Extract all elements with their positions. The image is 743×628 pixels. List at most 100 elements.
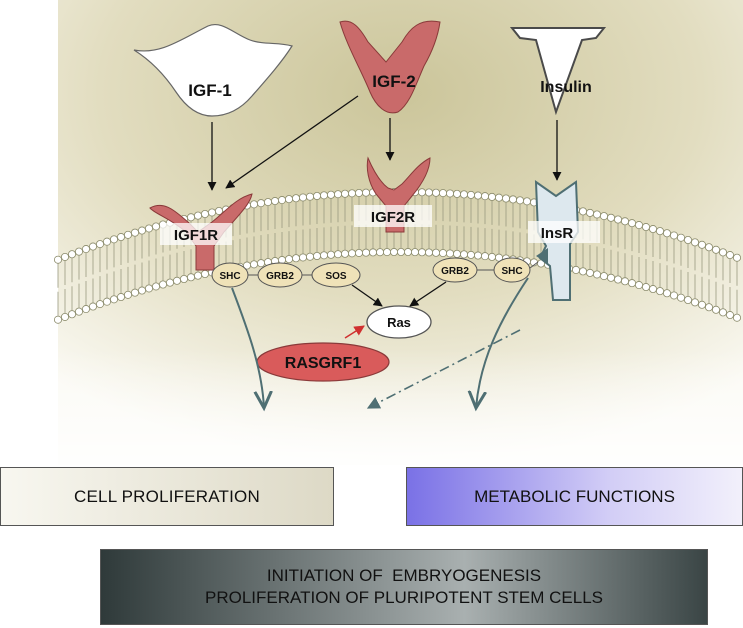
- arrow-insr-to-metabolic: [476, 277, 529, 408]
- lipid-head-inner: [438, 249, 447, 258]
- lipid-head-inner: [698, 300, 707, 309]
- lipid-head-outer: [635, 221, 644, 230]
- adaptor-shc-left: SHC: [211, 262, 249, 288]
- lipid-head-outer: [487, 192, 496, 201]
- lipid-head-inner: [305, 252, 314, 261]
- lipid-head-inner: [382, 248, 391, 257]
- lipid-head-inner: [473, 251, 482, 260]
- adaptor-grb2-right: GRB2: [432, 257, 478, 283]
- lipid-head-outer: [61, 252, 70, 261]
- lipid-head-inner: [593, 270, 602, 279]
- lipid-head-inner: [614, 275, 623, 284]
- lipid-head-inner: [445, 249, 454, 258]
- lipid-head-inner: [389, 248, 398, 257]
- adaptor-shc-right: SHC: [493, 257, 531, 283]
- lipid-head-outer: [103, 237, 112, 246]
- lipid-head-inner: [117, 293, 126, 302]
- adaptor-grb2-left: GRB2: [257, 262, 303, 288]
- lipid-head-inner: [193, 271, 202, 280]
- lipid-head-outer: [291, 194, 300, 203]
- lipid-head-inner: [172, 276, 181, 285]
- lipid-head-outer: [298, 193, 307, 202]
- lipid-head-outer: [249, 200, 258, 209]
- lipid-head-inner: [68, 310, 77, 319]
- insulin-label: Insulin: [540, 79, 592, 96]
- igf2r-receptor: [366, 156, 431, 233]
- lipid-head-outer: [270, 197, 279, 206]
- ras-label: Ras: [387, 315, 411, 330]
- metabolic-functions-box: METABOLIC FUNCTIONS: [406, 467, 743, 526]
- insulin-ligand: [509, 27, 607, 116]
- lipid-head-outer: [263, 198, 272, 207]
- lipid-head-inner: [466, 250, 475, 259]
- lipid-head-outer: [677, 233, 686, 242]
- embryogenesis-line1: INITIATION OF EMBRYOGENESIS: [266, 566, 542, 585]
- lipid-head-inner: [319, 251, 328, 260]
- lipid-head-inner: [137, 286, 146, 295]
- insr-label-plate: [528, 221, 600, 243]
- lipid-head-outer: [705, 243, 714, 252]
- lipid-head-outer: [110, 235, 119, 244]
- lipid-head-inner: [677, 293, 686, 302]
- lipid-head-outer: [424, 188, 433, 197]
- lipid-head-inner: [621, 277, 630, 286]
- lipid-head-outer: [452, 189, 461, 198]
- lipid-head-outer: [193, 211, 202, 220]
- lipid-head-inner: [103, 297, 112, 306]
- lipid-head-inner: [635, 281, 644, 290]
- lipid-head-inner: [607, 273, 616, 282]
- lipid-head-inner: [326, 250, 335, 259]
- lipid-head-outer: [445, 189, 454, 198]
- lipid-head-inner: [663, 289, 672, 298]
- svg-text:GRB2: GRB2: [441, 266, 469, 277]
- lipid-head-outer: [691, 238, 700, 247]
- lipid-head-outer: [621, 217, 630, 226]
- lipid-head-inner: [347, 249, 356, 258]
- lipid-head-inner: [368, 248, 377, 257]
- lipid-head-outer: [698, 240, 707, 249]
- lipid-head-outer: [417, 188, 426, 197]
- lipid-head-inner: [375, 248, 384, 257]
- lipid-head-inner: [487, 252, 496, 261]
- lipid-head-inner: [733, 313, 742, 322]
- lipid-head-outer: [431, 188, 440, 197]
- lipid-head-outer: [319, 191, 328, 200]
- lipid-head-inner: [110, 295, 119, 304]
- lipid-head-outer: [340, 189, 349, 198]
- lipid-head-inner: [130, 288, 139, 297]
- lipid-head-outer: [516, 196, 525, 205]
- lipid-head-inner: [89, 302, 98, 311]
- lipid-head-inner: [82, 305, 91, 314]
- lipid-head-inner: [179, 274, 188, 283]
- lipid-head-inner: [396, 248, 405, 257]
- lipid-head-outer: [719, 248, 728, 257]
- lipid-head-outer: [82, 245, 91, 254]
- lipid-head-outer: [649, 225, 658, 234]
- lipid-head-outer: [684, 235, 693, 244]
- adaptor-sos: SOS: [311, 262, 361, 288]
- lipid-head-inner: [691, 298, 700, 307]
- lipid-head-outer: [54, 255, 63, 264]
- lipid-head-inner: [586, 268, 595, 277]
- lipid-head-outer: [473, 191, 482, 200]
- rasgrf1-node: RASGRF1: [256, 342, 390, 382]
- lipid-head-outer: [586, 208, 595, 217]
- svg-text:GRB2: GRB2: [266, 271, 294, 282]
- lipid-head-outer: [75, 247, 84, 256]
- lipid-head-inner: [200, 270, 209, 279]
- lipid-head-outer: [494, 193, 503, 202]
- embryogenesis-line2: PROLIFERATION OF PLURIPOTENT STEM CELLS: [205, 588, 603, 607]
- lipid-head-inner: [459, 250, 468, 259]
- lipid-head-inner: [579, 267, 588, 276]
- igf1r-label: IGF1R: [174, 227, 218, 244]
- lipid-head-outer: [508, 195, 517, 204]
- igf1-ligand: [133, 24, 293, 117]
- lipid-head-inner: [256, 259, 265, 268]
- igf2r-label: IGF2R: [371, 209, 415, 226]
- igf2-label: IGF-2: [372, 72, 415, 91]
- cell-proliferation-label: CELL PROLIFERATION: [74, 486, 260, 506]
- lipid-head-outer: [670, 231, 679, 240]
- lipid-head-outer: [726, 251, 735, 260]
- lipid-head-outer: [579, 207, 588, 216]
- lipid-head-outer: [200, 210, 209, 219]
